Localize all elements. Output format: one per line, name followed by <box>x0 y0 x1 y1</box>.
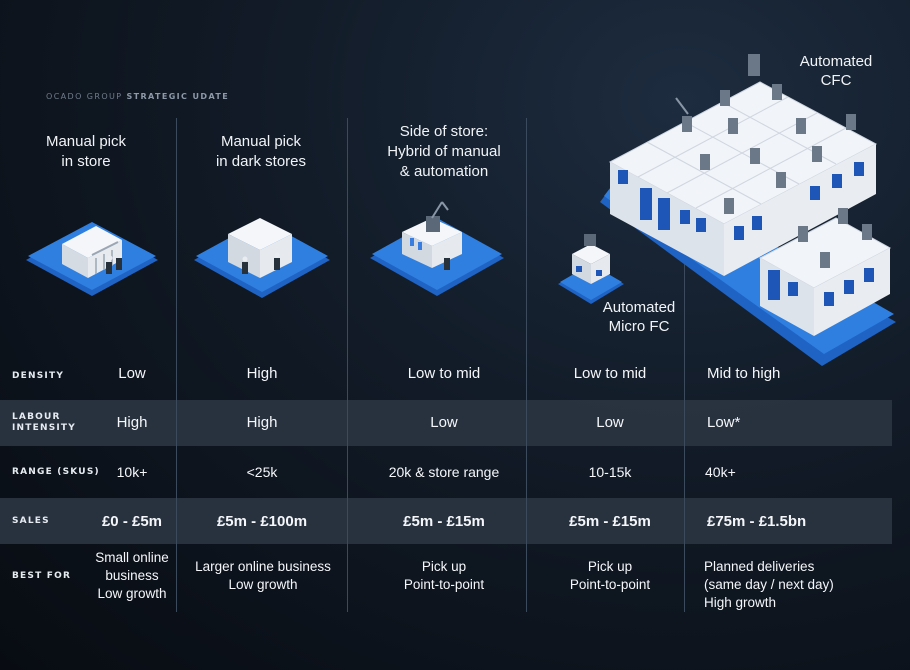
eyebrow-company: OCADO GROUP <box>46 92 127 101</box>
column-divider <box>176 118 177 612</box>
labour-cell: High <box>116 414 148 431</box>
sales-cell: £5m - £100m <box>216 513 308 530</box>
eyebrow-title: STRATEGIC UDATE <box>126 92 230 101</box>
density-cell: High <box>246 365 278 382</box>
range-cell: <25k <box>246 464 278 480</box>
range-cell: 10-15k <box>588 464 632 480</box>
labour-cell: Low* <box>707 414 741 431</box>
column-divider <box>526 118 527 612</box>
column-divider <box>684 118 685 612</box>
range-cell: 40k+ <box>705 464 736 480</box>
cfc-label: Automated CFC <box>799 53 873 89</box>
column-title-manual-dark: Manual pick in dark stores <box>215 133 307 170</box>
side-of-store-illustration <box>370 201 504 296</box>
store-illustration <box>26 222 158 296</box>
cfc-illustration <box>600 54 896 366</box>
best-for-cell: Larger online business Low growth <box>195 559 331 592</box>
row-label-best-for: BEST FOR <box>12 571 72 581</box>
eyebrow-label: OCADO GROUP STRATEGIC UDATE <box>46 92 229 101</box>
row-label-labour: LABOUR INTENSITY <box>12 412 76 433</box>
sales-cell: £0 - £5m <box>101 513 163 530</box>
best-for-cell: Pick up Point-to-point <box>569 559 651 592</box>
sales-cell: £75m - £1.5bn <box>707 513 807 530</box>
labour-cell: Low <box>430 414 458 431</box>
best-for-cell: Pick up Point-to-point <box>403 559 485 592</box>
column-title-side-of-store: Side of store: Hybrid of manual & automa… <box>387 123 501 180</box>
micro-fc-label: Automated Micro FC <box>602 299 676 335</box>
row-label-range: RANGE (SKUS) <box>12 467 100 477</box>
density-cell: Low to mid <box>573 365 647 382</box>
sales-cell: £5m - £15m <box>569 513 651 530</box>
micro-fc-illustration <box>558 234 624 304</box>
sales-row-band <box>0 498 892 544</box>
best-for-cell: Small online business Low growth <box>95 550 169 601</box>
row-label-sales: SALES <box>12 516 50 526</box>
density-cell: Mid to high <box>707 365 781 382</box>
row-label-density: DENSITY <box>12 371 65 381</box>
labour-cell: High <box>246 414 278 431</box>
sales-cell: £5m - £15m <box>403 513 485 530</box>
labour-row-band <box>0 400 892 446</box>
best-for-cell: Planned deliveries (same day / next day)… <box>704 559 834 610</box>
range-cell: 10k+ <box>116 464 148 480</box>
density-cell: Low <box>118 365 146 382</box>
column-title-manual-store: Manual pick in store <box>45 133 127 170</box>
density-cell: Low to mid <box>407 365 481 382</box>
range-cell: 20k & store range <box>388 464 500 480</box>
labour-cell: Low <box>596 414 624 431</box>
column-divider <box>347 118 348 612</box>
dark-store-illustration <box>194 218 330 298</box>
